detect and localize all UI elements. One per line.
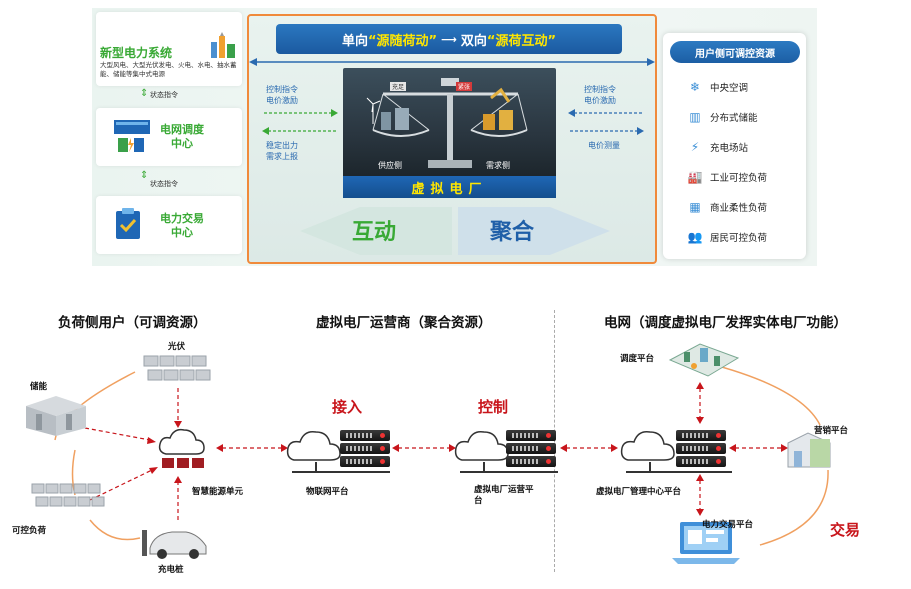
dispatch-center-box <box>96 108 242 166</box>
left-bottom-text: 稳定出力 需求上报 <box>266 141 298 161</box>
dashed-arrow-right <box>264 109 338 117</box>
battery-icon: ▥ <box>689 110 701 124</box>
iot-platform-node <box>286 426 396 480</box>
double-arrow-icon-2: ⇕ <box>140 170 149 181</box>
dashed-arrow-left <box>262 127 336 135</box>
balance-scale-icon <box>366 78 528 168</box>
server-stack <box>506 430 556 469</box>
building-icon: ▦ <box>689 200 701 214</box>
left-top-text: 控制指令 电价激励 <box>266 85 298 105</box>
resource-label: 工业可控负荷 <box>710 173 768 184</box>
status-cmd-1: 状态指令 <box>150 91 178 99</box>
interaction-arrows <box>300 207 610 255</box>
banner-quote2: “源荷互动” <box>486 33 556 49</box>
new-power-system-box <box>96 12 242 86</box>
dispatch-platform-label: 调度平台 <box>620 354 655 364</box>
charging-pile-label: 充电桩 <box>158 565 184 575</box>
horizontal-double-arrow <box>249 58 655 66</box>
banner-quote1: “源随荷动” <box>368 33 438 49</box>
control-label: 控制 <box>478 398 509 416</box>
people-icon: 👥 <box>687 230 703 244</box>
snowflake-icon: ❄ <box>689 80 701 94</box>
factory-icon: 🏭 <box>687 170 703 184</box>
resource-label: 充电场站 <box>710 143 749 154</box>
dashed-arrow-right-2 <box>570 127 644 135</box>
resource-label: 居民可控负荷 <box>710 233 768 244</box>
resource-item: ▦ 商业柔性负荷 <box>686 198 806 216</box>
dispatch-screen-icon <box>114 120 150 152</box>
mgmt-center-label: 虚拟电厂管理中心平台 <box>596 487 682 497</box>
storage-label: 储能 <box>30 382 48 392</box>
scale-left-tag: 充足 <box>390 82 407 91</box>
header-grid: 电网（调度虚拟电厂发挥实体电厂功能） <box>604 315 847 331</box>
resource-label: 分布式储能 <box>710 113 758 124</box>
new-power-system-desc: 大型风电、大型光伏发电、火电、水电、抽水蓄能、储能等集中式电源 <box>100 61 237 78</box>
right-bottom-text: 电价测量 <box>588 141 620 150</box>
scale-right-tag: 紧张 <box>456 82 473 91</box>
solar-panel-icon <box>143 355 211 381</box>
trade-center-label: 电力交易 中心 <box>160 212 204 239</box>
clipboard-check-icon <box>116 208 140 239</box>
resource-item: ▥ 分布式储能 <box>686 108 806 126</box>
cloud-server-icon <box>286 430 390 473</box>
section-divider <box>554 310 555 572</box>
interaction-label: 互动 <box>352 219 397 245</box>
access-label: 接入 <box>332 398 363 416</box>
pv-label: 光伏 <box>168 342 186 352</box>
operator-platform-label: 虚拟电厂运营平 台 <box>474 485 534 506</box>
supply-side-label: 供应侧 <box>378 161 402 170</box>
trade-platform-label: 电力交易平台 <box>702 520 754 530</box>
user-side-panel <box>663 33 806 259</box>
banner-part1: 单向 <box>342 33 369 49</box>
direction-banner: 单向 “源随荷动” ⟶ 双向 “源荷互动” <box>276 24 622 54</box>
controllable-load-label: 可控负荷 <box>12 526 47 536</box>
cloud-server-icon <box>454 430 558 473</box>
arrow-right-icon: ⟶ <box>441 32 457 46</box>
new-power-system-title: 新型电力系统 <box>100 46 173 60</box>
banner-part2: 双向 <box>460 33 487 49</box>
resource-item: 🏭 工业可控负荷 <box>686 168 806 186</box>
header-load-side: 负荷侧用户（可调资源） <box>58 315 207 331</box>
vpp-title-bar: 虚拟电厂 <box>343 176 556 198</box>
trade-label: 交易 <box>830 521 861 539</box>
smart-unit-icon <box>158 428 205 468</box>
right-top-text: 控制指令 电价激励 <box>584 85 616 105</box>
power-plant-icon <box>211 32 235 58</box>
aggregation-label: 聚合 <box>490 219 535 245</box>
server-stack <box>676 430 726 469</box>
cloud-server-icon <box>620 430 732 473</box>
dashed-arrow-left-2 <box>568 109 642 117</box>
marketing-building-icon <box>787 432 831 468</box>
server-stack <box>340 430 390 469</box>
trade-laptop-icon <box>672 522 740 564</box>
operator-platform-node <box>454 426 564 480</box>
ev-car-icon <box>142 530 207 559</box>
resource-label: 中央空调 <box>710 83 749 94</box>
resource-item: 👥 居民可控负荷 <box>686 228 806 246</box>
header-operator: 虚拟电厂运营商（聚合资源） <box>316 315 492 331</box>
dispatch-platform-icon <box>668 343 740 377</box>
smart-unit-label: 智慧能源单元 <box>192 487 244 497</box>
marketing-platform-label: 营销平台 <box>814 426 849 436</box>
resource-item: ⚡ 充电场站 <box>686 138 806 156</box>
iot-platform-label: 物联网平台 <box>306 487 349 497</box>
dispatch-center-label: 电网调度 中心 <box>160 123 204 150</box>
charger-icon: ⚡ <box>690 140 700 154</box>
status-cmd-2: 状态指令 <box>150 180 178 188</box>
storage-icon <box>26 396 86 436</box>
user-side-title: 用户侧可调控资源 <box>670 41 800 63</box>
mgmt-center-node <box>620 426 740 480</box>
double-arrow-icon: ⇕ <box>140 88 149 99</box>
resource-label: 商业柔性负荷 <box>710 203 768 214</box>
resource-item: ❄ 中央空调 <box>686 78 806 96</box>
demand-side-label: 需求侧 <box>486 161 510 170</box>
load-server-icon <box>31 483 105 507</box>
